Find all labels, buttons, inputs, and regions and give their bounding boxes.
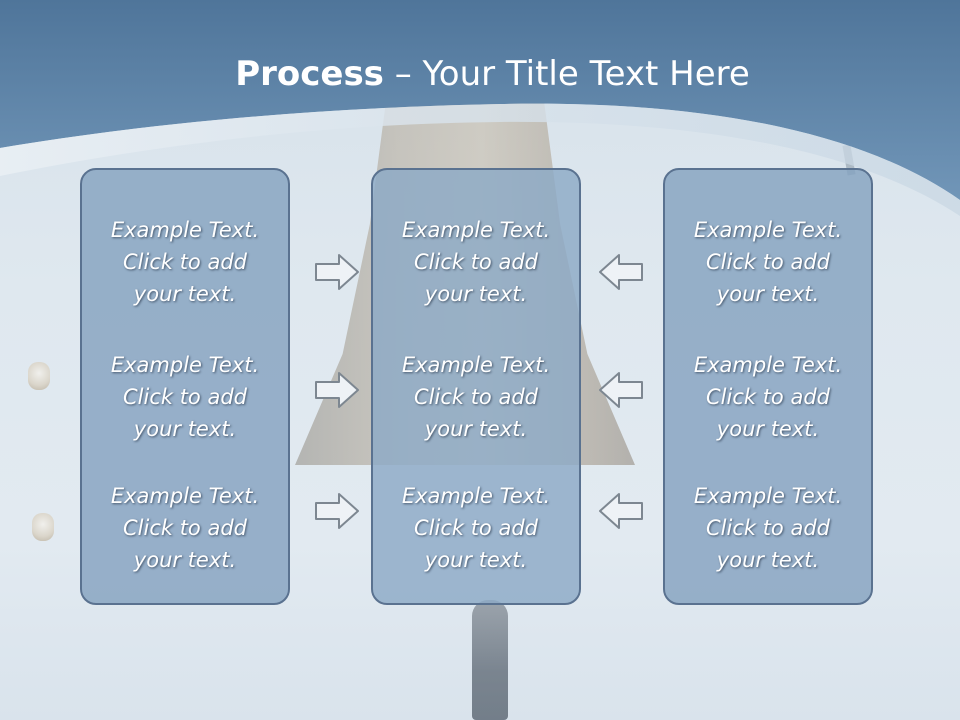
text-line: Example Text. (110, 353, 260, 377)
text-line: Click to add (413, 516, 538, 540)
text-line: your text. (424, 417, 528, 441)
title-bold: Process (235, 54, 384, 94)
text-line: your text. (716, 282, 820, 306)
text-line: Example Text. (401, 218, 551, 242)
text-line: your text. (716, 417, 820, 441)
text-line: your text. (424, 282, 528, 306)
text-placeholder[interactable]: Example Text. Click to add your text. (373, 480, 579, 576)
text-placeholder[interactable]: Example Text. Click to add your text. (665, 214, 871, 310)
arrow-left-icon[interactable] (597, 491, 645, 531)
text-line: Click to add (705, 516, 830, 540)
text-placeholder[interactable]: Example Text. Click to add your text. (82, 214, 288, 310)
text-placeholder[interactable]: Example Text. Click to add your text. (665, 349, 871, 445)
background-bolt-image (32, 513, 54, 541)
background-bolt-image (28, 362, 50, 390)
text-line: Click to add (413, 385, 538, 409)
text-line: Click to add (413, 250, 538, 274)
arrow-left-icon[interactable] (597, 370, 645, 410)
text-line: Example Text. (401, 353, 551, 377)
text-line: your text. (133, 548, 237, 572)
text-line: Click to add (122, 250, 247, 274)
process-box-left[interactable]: Example Text. Click to add your text. Ex… (80, 168, 290, 605)
text-line: Click to add (705, 385, 830, 409)
arrow-right-icon[interactable] (313, 491, 361, 531)
arrow-right-icon[interactable] (313, 370, 361, 410)
text-line: Example Text. (693, 484, 843, 508)
text-line: Click to add (122, 385, 247, 409)
text-placeholder[interactable]: Example Text. Click to add your text. (82, 349, 288, 445)
text-line: Example Text. (693, 353, 843, 377)
arrow-right-icon[interactable] (313, 252, 361, 292)
text-placeholder[interactable]: Example Text. Click to add your text. (665, 480, 871, 576)
text-placeholder[interactable]: Example Text. Click to add your text. (82, 480, 288, 576)
text-line: Example Text. (401, 484, 551, 508)
text-placeholder[interactable]: Example Text. Click to add your text. (373, 214, 579, 310)
text-placeholder[interactable]: Example Text. Click to add your text. (373, 349, 579, 445)
page-title[interactable]: Process – Your Title Text Here (0, 52, 960, 96)
text-line: your text. (133, 417, 237, 441)
text-line: Example Text. (110, 484, 260, 508)
text-line: Click to add (122, 516, 247, 540)
arrow-left-icon[interactable] (597, 252, 645, 292)
background-rope-image (472, 600, 508, 720)
text-line: Example Text. (693, 218, 843, 242)
process-box-center[interactable]: Example Text. Click to add your text. Ex… (371, 168, 581, 605)
process-box-right[interactable]: Example Text. Click to add your text. Ex… (663, 168, 873, 605)
text-line: Example Text. (110, 218, 260, 242)
title-rest: – Your Title Text Here (383, 54, 750, 94)
text-line: Click to add (705, 250, 830, 274)
text-line: your text. (424, 548, 528, 572)
text-line: your text. (133, 282, 237, 306)
text-line: your text. (716, 548, 820, 572)
